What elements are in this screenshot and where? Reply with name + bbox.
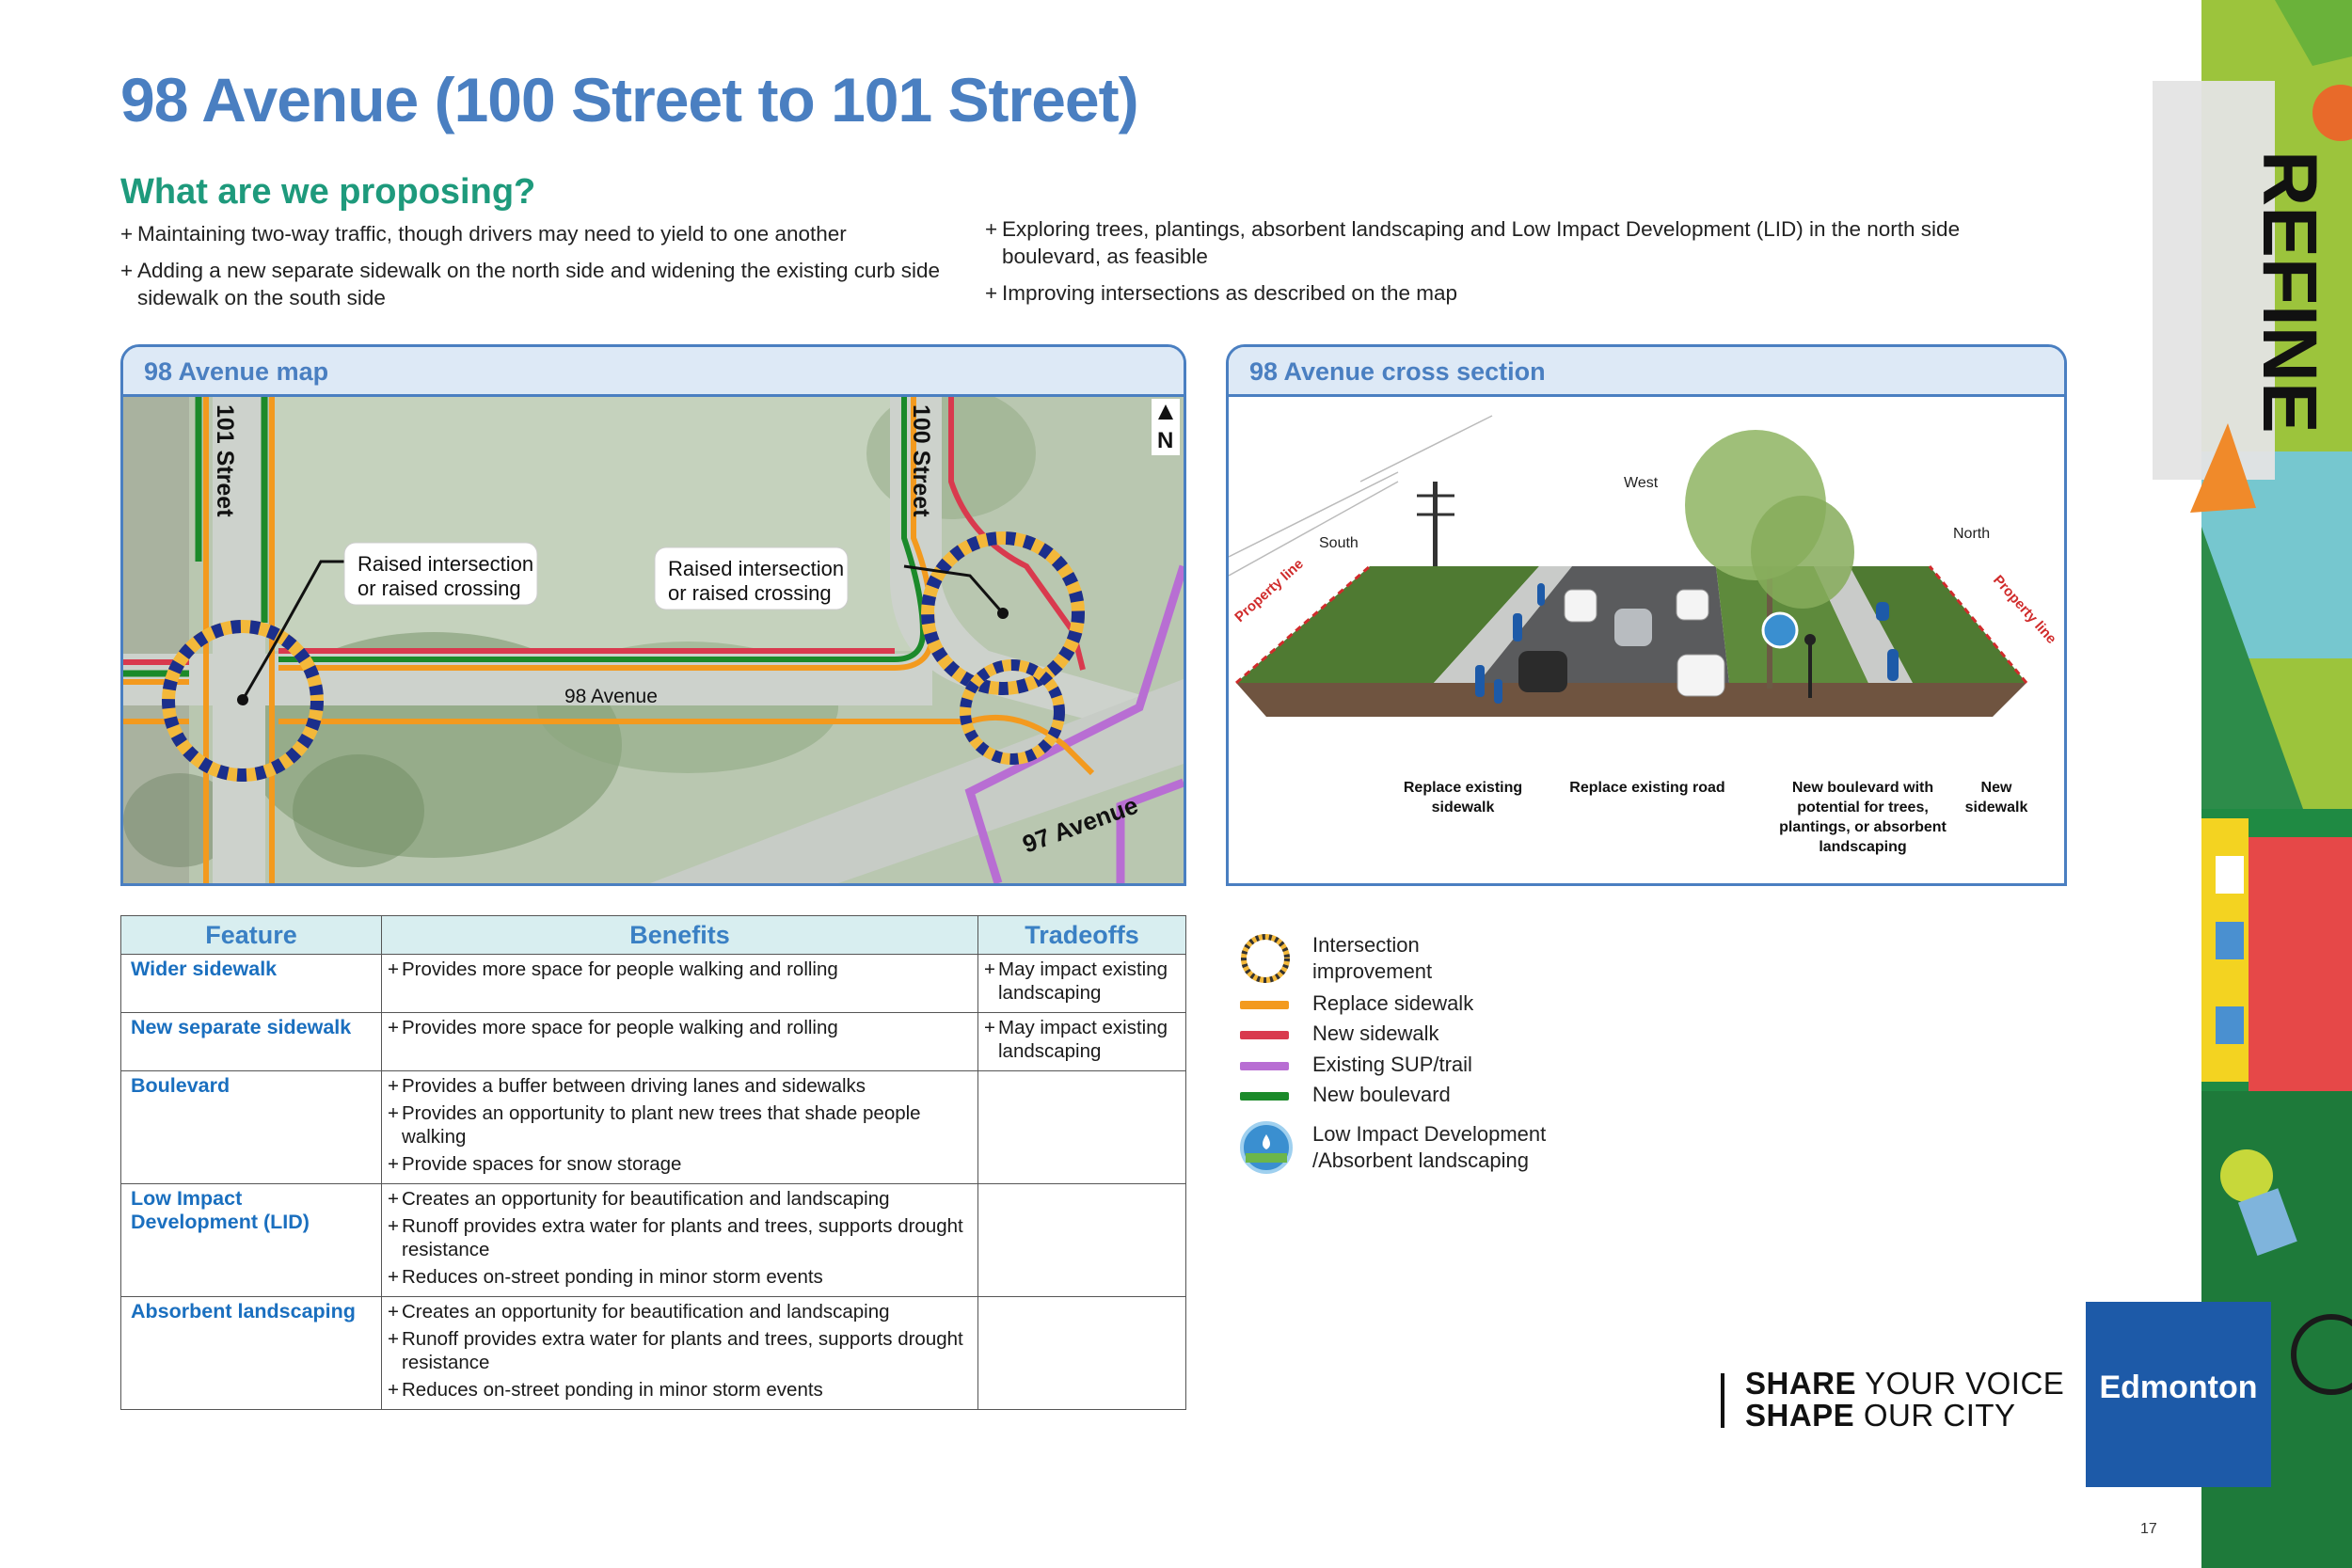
car-icon <box>1676 589 1709 621</box>
caption-replace-sidewalk: Replace existing <box>1404 780 1522 796</box>
feature-name: New separate sidewalk <box>120 1012 382 1071</box>
benefits-cell: +Provides a buffer between driving lanes… <box>381 1070 978 1184</box>
legend-new-sidewalk: New sidewalk <box>1312 1022 1439 1045</box>
legend-lid-line1: Low Impact Development <box>1312 1122 1547 1146</box>
callout-left-line1: Raised intersection <box>358 552 533 576</box>
cyclist-icon <box>1876 602 1889 621</box>
lid-legend-icon <box>1240 1121 1293 1174</box>
label-west: West <box>1624 475 1659 491</box>
person-icon <box>1494 679 1502 704</box>
callout-left-line2: or raised crossing <box>358 577 521 600</box>
legend-intersection-line1: Intersection <box>1312 933 1420 957</box>
svg-text:potential for trees,: potential for trees, <box>1797 800 1929 816</box>
callout-right-line1: Raised intersection <box>668 557 844 580</box>
cross-section-heading: 98 Avenue cross section <box>1229 347 2064 397</box>
bullet-item: +Adding a new separate sidewalk on the n… <box>120 259 941 309</box>
benefits-cell: +Provides more space for people walking … <box>381 1012 978 1071</box>
table-row: Absorbent landscaping +Creates an opport… <box>120 1296 1186 1410</box>
bullet-item: +Maintaining two-way traffic, though dri… <box>120 222 847 245</box>
car-icon <box>1564 589 1597 623</box>
page-title: 98 Avenue (100 Street to 101 Street) <box>120 65 1139 135</box>
table-row: Wider sidewalk +Provides more space for … <box>120 954 1186 1013</box>
bullet-item: +Improving intersections as described on… <box>985 281 1458 305</box>
table-header-row: Feature Benefits Tradeoffs <box>120 915 1186 955</box>
legend-existing-sup-swatch <box>1240 1062 1289 1070</box>
svg-text:landscaping: landscaping <box>1819 839 1906 855</box>
person-icon <box>1887 649 1899 681</box>
side-banner-text: REFINE <box>2247 150 2332 434</box>
tradeoffs-cell: +May impact existing landscaping <box>977 1012 1186 1071</box>
street-label-98: 98 Avenue <box>564 686 658 707</box>
feature-name: Wider sidewalk <box>120 954 382 1013</box>
header-feature: Feature <box>120 915 382 955</box>
decorative-side-art: REFINE <box>2153 0 2352 1568</box>
edmonton-logo-text: Edmonton <box>2099 1370 2258 1405</box>
tradeoffs-cell <box>977 1296 1186 1410</box>
feature-table: Feature Benefits Tradeoffs Wider sidewal… <box>120 915 1186 1410</box>
page-number: 17 <box>2140 1521 2157 1537</box>
street-label-101: 101 Street <box>212 404 238 517</box>
table-row: Low Impact Development (LID) +Creates an… <box>120 1183 1186 1297</box>
bullets-left: +Maintaining two-way traffic, though dri… <box>120 220 967 321</box>
footer-divider <box>1721 1373 1724 1428</box>
label-south: South <box>1319 535 1359 551</box>
legend-new-boulevard: New boulevard <box>1312 1083 1451 1106</box>
svg-text:sidewalk: sidewalk <box>1965 800 2028 816</box>
tagline-line1: SHARE YOUR VOICE <box>1745 1366 2065 1401</box>
benefits-cell: +Provides more space for people walking … <box>381 954 978 1013</box>
feature-name: Boulevard <box>120 1070 382 1184</box>
utility-pole-icon <box>1433 482 1438 585</box>
caption-new-boulevard: New boulevard with <box>1792 780 1933 796</box>
intersection-improvement-icon <box>1241 934 1290 983</box>
aerial-map: Raised intersection or raised crossing R… <box>123 397 1184 883</box>
lid-icon <box>1761 611 1799 649</box>
car-icon <box>1677 654 1725 697</box>
table-row: Boulevard +Provides a buffer between dri… <box>120 1070 1186 1184</box>
person-icon <box>1513 613 1522 641</box>
caption-new-sidewalk: New <box>1981 780 2012 796</box>
label-north: North <box>1953 526 1990 542</box>
tradeoffs-cell <box>977 1070 1186 1184</box>
bullets-right: +Exploring trees, plantings, absorbent l… <box>985 215 2001 316</box>
table-row: New separate sidewalk +Provides more spa… <box>120 1012 1186 1071</box>
benefits-cell: +Creates an opportunity for beautificati… <box>381 1183 978 1297</box>
cross-section-panel: 98 Avenue cross section <box>1226 344 2067 886</box>
caption-replace-road: Replace existing road <box>1569 780 1724 796</box>
legend-replace-sidewalk: Replace sidewalk <box>1312 991 1474 1015</box>
section-subtitle: What are we proposing? <box>120 172 536 212</box>
tagline-line2: SHAPE OUR CITY <box>1745 1398 2016 1433</box>
header-tradeoffs: Tradeoffs <box>977 915 1186 955</box>
tradeoffs-cell: +May impact existing landscaping <box>977 954 1186 1013</box>
car-icon <box>1518 651 1567 692</box>
legend-new-sidewalk-swatch <box>1240 1031 1289 1039</box>
cross-section-illustration: West South North Property line Property … <box>1229 397 2064 883</box>
car-icon <box>1614 609 1652 646</box>
person-icon <box>1537 583 1545 606</box>
legend-lid-line2: /Absorbent landscaping <box>1312 1148 1529 1172</box>
callout-right-line2: or raised crossing <box>668 581 832 605</box>
north-label: N <box>1157 428 1173 453</box>
street-lamp-icon <box>1808 641 1812 698</box>
benefits-cell: +Creates an opportunity for beautificati… <box>381 1296 978 1410</box>
map-panel: 98 Avenue map <box>120 344 1186 886</box>
edmonton-logo <box>2086 1302 2271 1487</box>
tradeoffs-cell <box>977 1183 1186 1297</box>
street-label-100: 100 Street <box>908 404 934 517</box>
map-heading: 98 Avenue map <box>123 347 1184 397</box>
bullet-item: +Exploring trees, plantings, absorbent l… <box>985 217 1961 268</box>
legend-new-boulevard-swatch <box>1240 1092 1289 1101</box>
north-arrow-icon <box>1158 404 1173 420</box>
header-benefits: Benefits <box>381 915 978 955</box>
svg-text:plantings, or absorbent: plantings, or absorbent <box>1779 819 1947 835</box>
svg-text:sidewalk: sidewalk <box>1432 800 1495 816</box>
feature-name: Low Impact Development (LID) <box>120 1183 382 1297</box>
legend-intersection-line2: improvement <box>1312 959 1433 983</box>
feature-name: Absorbent landscaping <box>120 1296 382 1410</box>
legend-replace-sidewalk-swatch <box>1240 1001 1289 1009</box>
legend-existing-sup: Existing SUP/trail <box>1312 1053 1472 1076</box>
person-icon <box>1475 665 1485 697</box>
